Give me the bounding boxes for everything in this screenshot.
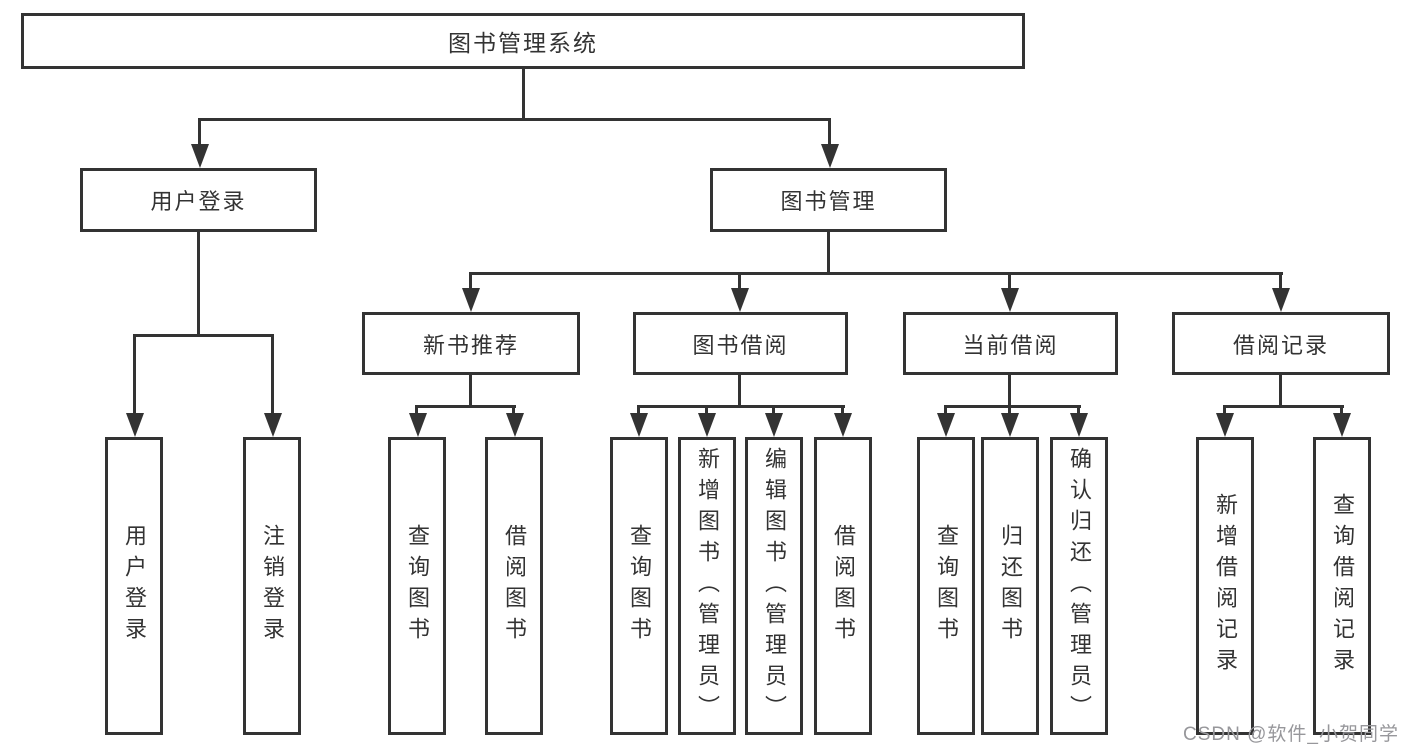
arrowhead-br-add <box>1216 413 1234 437</box>
node-book-management: 图书管理 <box>710 168 947 232</box>
connector-drop-current-borrow <box>1008 272 1011 290</box>
connector-rail-records-children <box>1223 405 1344 408</box>
connector-drop-rec-query <box>415 405 418 415</box>
arrowhead-br-query <box>1333 413 1351 437</box>
connector-borrow-records-stub <box>1279 375 1282 408</box>
connector-rail-newbook-children <box>415 405 516 408</box>
node-leaf-rec-borrow-books: 借阅图书 <box>485 437 543 735</box>
connector-drop-borrow-records <box>1279 272 1282 290</box>
arrowhead-book-mgmt <box>821 144 839 168</box>
connector-rail-currentborrow-children <box>944 405 1081 408</box>
connector-drop-new-book-rec <box>469 272 472 290</box>
connector-drop-bb-add <box>705 405 708 415</box>
arrowhead-bb-add <box>698 413 716 437</box>
connector-drop-br-add <box>1223 405 1226 415</box>
arrowhead-bb-borrow <box>834 413 852 437</box>
connector-drop-cb-query <box>944 405 947 415</box>
node-leaf-rec-query-books: 查询图书 <box>388 437 446 735</box>
connector-rail-bookborrow-children <box>637 405 845 408</box>
connector-drop-br-query <box>1340 405 1343 415</box>
connector-drop-rec-borrow <box>512 405 515 415</box>
arrowhead-borrow-records <box>1272 288 1290 312</box>
connector-drop-bb-query <box>637 405 640 415</box>
connector-drop-cb-return <box>1008 405 1011 415</box>
node-book-borrowing: 图书借阅 <box>633 312 848 375</box>
connector-rail-level3 <box>470 272 1283 275</box>
arrowhead-cb-confirm <box>1070 413 1088 437</box>
arrowhead-rec-query <box>409 413 427 437</box>
connector-book-mgmt-stub <box>827 232 830 275</box>
node-current-borrowing: 当前借阅 <box>903 312 1118 375</box>
connector-drop-cb-confirm <box>1077 405 1080 415</box>
node-leaf-br-add-record: 新增借阅记录 <box>1196 437 1254 735</box>
connector-rail-user-login-children <box>133 334 274 337</box>
connector-drop-leaf-logout <box>271 334 274 415</box>
connector-root-stub <box>522 68 525 120</box>
connector-drop-bb-edit <box>772 405 775 415</box>
connector-current-borrow-stub <box>1008 375 1011 408</box>
node-leaf-br-query-record: 查询借阅记录 <box>1313 437 1371 735</box>
arrowhead-bb-query <box>630 413 648 437</box>
arrowhead-current-borrow <box>1001 288 1019 312</box>
connector-drop-user-login <box>198 118 201 146</box>
connector-drop-bb-borrow <box>841 405 844 415</box>
arrowhead-leaf-logout <box>264 413 282 437</box>
connector-new-book-rec-stub <box>469 375 472 408</box>
arrowhead-leaf-user-login <box>126 413 144 437</box>
node-leaf-cb-confirm-return-admin: 确认归还（管理员） <box>1050 437 1108 735</box>
connector-drop-book-borrow <box>738 272 741 290</box>
node-leaf-logout: 注销登录 <box>243 437 301 735</box>
arrowhead-cb-return <box>1001 413 1019 437</box>
node-leaf-cb-return-books: 归还图书 <box>981 437 1039 735</box>
arrowhead-cb-query <box>937 413 955 437</box>
connector-rail-level2 <box>198 118 830 121</box>
node-leaf-bb-add-books-admin: 新增图书（管理员） <box>678 437 736 735</box>
node-user-login: 用户登录 <box>80 168 317 232</box>
connector-user-login-stub <box>197 232 200 337</box>
node-leaf-cb-query-books: 查询图书 <box>917 437 975 735</box>
node-leaf-bb-query-books: 查询图书 <box>610 437 668 735</box>
arrowhead-bb-edit <box>765 413 783 437</box>
node-leaf-user-login: 用户登录 <box>105 437 163 735</box>
node-leaf-bb-edit-books-admin: 编辑图书（管理员） <box>745 437 803 735</box>
node-leaf-bb-borrow-books: 借阅图书 <box>814 437 872 735</box>
node-new-book-recommendation: 新书推荐 <box>362 312 580 375</box>
node-borrowing-records: 借阅记录 <box>1172 312 1390 375</box>
connector-book-borrow-stub <box>738 375 741 408</box>
connector-drop-leaf-user-login <box>133 334 136 415</box>
connector-drop-book-mgmt <box>828 118 831 146</box>
arrowhead-rec-borrow <box>506 413 524 437</box>
arrowhead-book-borrow <box>731 288 749 312</box>
arrowhead-user-login <box>191 144 209 168</box>
node-root-library-management-system: 图书管理系统 <box>21 13 1025 69</box>
csdn-watermark: CSDN @软件_小贺同学 <box>1183 724 1399 745</box>
arrowhead-new-book-rec <box>462 288 480 312</box>
